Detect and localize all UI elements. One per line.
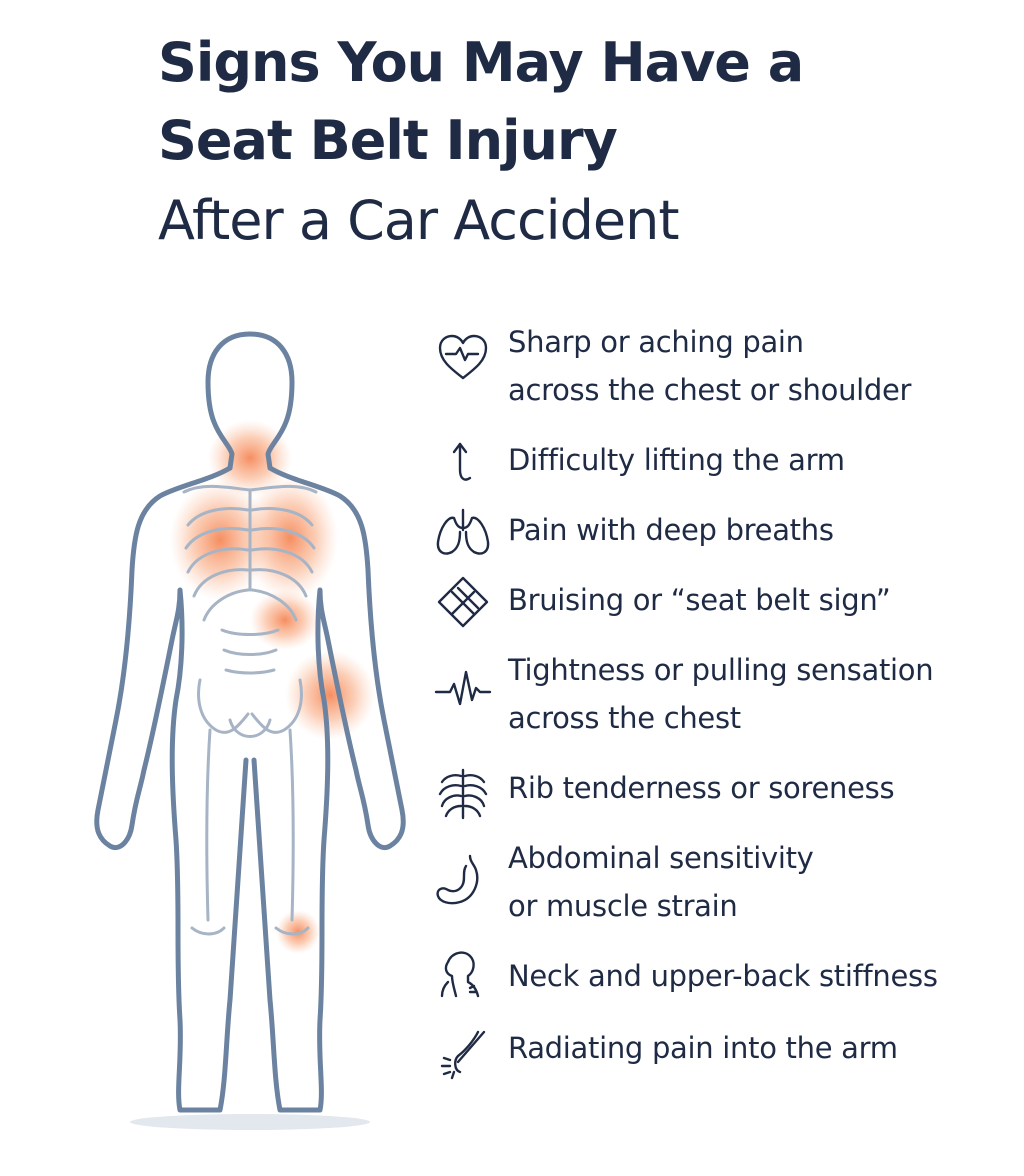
symptom-text-line-1: Neck and upper-back stiffness [508,959,938,993]
left-femur [205,728,212,922]
symptom-text-line-1: Abdominal sensitivity [508,841,814,875]
ekg-line-icon [430,660,496,718]
head-outline-right [247,331,295,471]
right-chest-injury-glow [242,476,338,600]
rib [250,588,298,622]
symptom-text-line-1: Bruising or “seat belt sign” [508,583,891,617]
stomach-icon [430,852,496,910]
symptom-text-line-1: Radiating pain into the arm [508,1031,898,1065]
rib [250,547,314,574]
rib [250,568,308,598]
symptom-text: Sharp or aching pain across the chest or… [508,318,1008,414]
radiating-pain-icon [430,1026,496,1084]
symptom-text: Neck and upper-back stiffness [508,952,1008,1000]
symptom-text-line-2: across the chest [508,701,741,735]
symptom-text-line-2: across the chest or shoulder [508,373,912,407]
rib [184,527,250,550]
ground-shadow [130,1114,370,1130]
abdominal-line [224,668,276,675]
pelvis-center [228,718,272,738]
right-femur [288,728,295,922]
symptom-text: Rib tenderness or soreness [508,764,1008,812]
symptom-text-line-1: Rib tenderness or soreness [508,771,895,805]
hip-injury-glow [285,650,375,740]
body-outline-left [94,465,249,1113]
right-clavicle [248,484,318,494]
title-block: Signs You May Have a Seat Belt Injury Af… [158,24,998,264]
symptom-text-line-1: Pain with deep breaths [508,513,834,547]
symptom-text-line-1: Tightness or pulling sensation [508,653,934,687]
page-subtitle: After a Car Accident [158,189,680,252]
rib [250,507,314,527]
left-clavicle [182,484,252,494]
symptom-text-line-1: Difficulty lifting the arm [508,443,845,477]
lift-arrow-icon [430,432,496,490]
rib [186,547,250,574]
page-title-line-1: Signs You May Have a [158,31,804,94]
body-figure-illustration [80,320,420,1160]
symptom-text: Tightness or pulling sensation across th… [508,646,1008,742]
symptom-text-line-1: Sharp or aching pain [508,325,804,359]
symptom-text: Abdominal sensitivity or muscle strain [508,834,1008,930]
rib [186,507,250,527]
pelvis-right [250,678,303,734]
head-outline [205,331,253,471]
page-title-line-2: Seat Belt Injury [158,109,618,172]
left-knee [190,926,226,936]
symptom-text: Radiating pain into the arm [508,1024,1008,1072]
symptom-text-line-2: or muscle strain [508,889,738,923]
abdominal-line [220,628,280,636]
body-outline-right [251,465,406,1113]
symptom-text: Bruising or “seat belt sign” [508,576,1008,624]
rib [250,527,316,550]
rib [202,588,250,622]
abdomen-injury-glow [250,590,320,650]
right-knee [274,926,310,936]
lungs-icon [430,502,496,560]
rib [192,568,250,598]
symptom-text: Difficulty lifting the arm [508,436,1008,484]
neck-injury-glow [208,420,292,496]
heart-pulse-icon [430,328,496,386]
symptom-text: Pain with deep breaths [508,506,1008,554]
pelvis-left [197,678,250,734]
bruise-bandage-icon [430,574,496,632]
abdominal-line [222,648,278,656]
ribcage-icon [430,764,496,822]
neck-back-icon [430,942,496,1000]
